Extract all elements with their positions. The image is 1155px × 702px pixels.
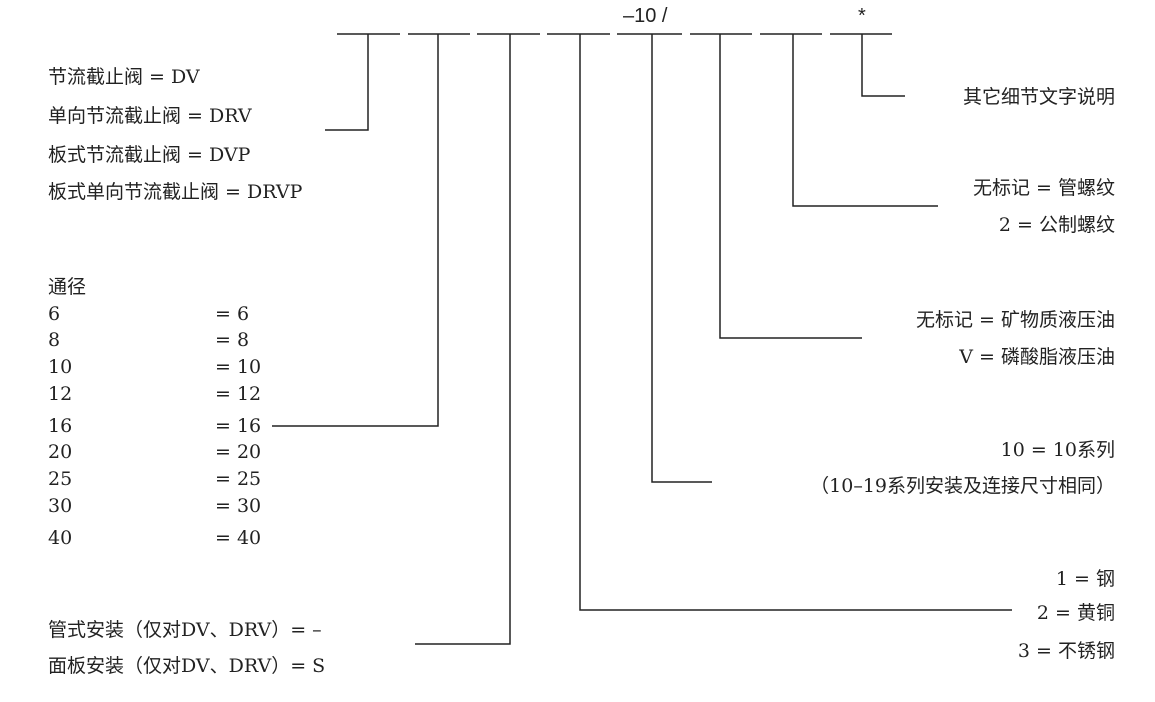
series-note: （10–19系列安装及连接尺寸相同）	[810, 475, 1115, 497]
connector-thread	[792, 34, 938, 207]
bore-size: 10	[48, 356, 72, 378]
code-star: *	[858, 5, 866, 27]
connector-series	[651, 34, 712, 483]
bore-size: 40	[48, 527, 72, 549]
valve-type-drv: 单向节流截止阀 = DRV	[48, 105, 252, 127]
connector-material	[579, 34, 1012, 611]
bore-size: 12	[48, 383, 72, 405]
valve-type-list: 节流截止阀 = DV 单向节流截止阀 = DRV 板式节流截止阀 = DVP 板…	[48, 66, 303, 203]
material-brass: 2 = 黄铜	[1037, 602, 1115, 624]
series-10: 10 = 10系列	[1001, 439, 1115, 461]
bore-code: = 6	[215, 303, 249, 325]
connector-valve-type	[325, 34, 369, 131]
bore-size-table: 通径 6 = 6 8 = 8 10 = 10 12 = 12 16 = 16 2…	[48, 276, 261, 549]
bore-size: 6	[48, 303, 60, 325]
connector-mounting	[415, 34, 511, 645]
connector-lines	[272, 34, 1012, 645]
bore-code: = 40	[215, 527, 261, 549]
thread-metric: 2 = 公制螺纹	[999, 214, 1115, 236]
connector-fluid	[719, 34, 862, 339]
bore-code: = 8	[215, 329, 249, 351]
mounting-panel: 面板安装（仅对DV、DRV）= S	[48, 655, 325, 677]
bore-size: 30	[48, 495, 72, 517]
bore-code: = 30	[215, 495, 261, 517]
bore-title: 通径	[48, 276, 86, 298]
bore-code: = 12	[215, 383, 261, 405]
bore-size: 20	[48, 441, 72, 463]
valve-type-dv: 节流截止阀 = DV	[48, 66, 200, 88]
mounting-list: 管式安装（仅对DV、DRV）= – 面板安装（仅对DV、DRV）= S	[48, 619, 325, 677]
connector-other	[861, 34, 905, 97]
thread-pipe: 无标记 = 管螺纹	[973, 177, 1115, 199]
material-steel: 1 = 钢	[1056, 568, 1115, 590]
valve-type-dvp: 板式节流截止阀 = DVP	[48, 144, 251, 166]
bore-size: 8	[48, 329, 60, 351]
other-details: 其它细节文字说明	[963, 86, 1115, 108]
bore-code: = 10	[215, 356, 261, 378]
fluid-mineral: 无标记 = 矿物质液压油	[916, 309, 1115, 331]
bore-size: 25	[48, 468, 72, 490]
bore-size: 16	[48, 415, 72, 437]
bore-code: = 25	[215, 468, 261, 490]
code-suffix: –10 /	[623, 5, 668, 27]
connector-bore	[272, 34, 439, 427]
right-descriptions: 其它细节文字说明 无标记 = 管螺纹 2 = 公制螺纹 无标记 = 矿物质液压油…	[810, 86, 1115, 662]
bore-code: = 20	[215, 441, 261, 463]
mounting-pipe: 管式安装（仅对DV、DRV）= –	[48, 619, 322, 641]
valve-type-drvp: 板式单向节流截止阀 = DRVP	[48, 181, 303, 203]
material-stainless: 3 = 不锈钢	[1018, 640, 1115, 662]
fluid-phosphate: V = 磷酸脂液压油	[958, 346, 1115, 368]
bore-code: = 16	[215, 415, 261, 437]
